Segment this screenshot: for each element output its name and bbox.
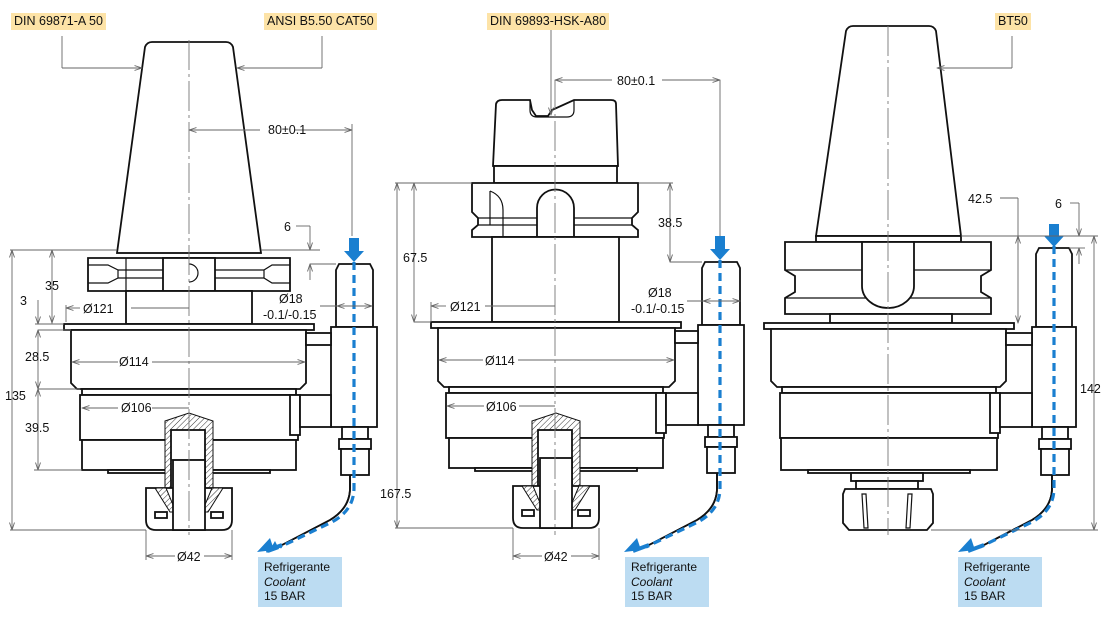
coolant-pressure: 15 BAR (631, 589, 673, 603)
dim-lower-body-height: 39.5 (25, 421, 49, 435)
standard-label-din69871: DIN 69871-A 50 (11, 13, 106, 30)
taper-cone (814, 25, 963, 237)
coolant-in-arrow-icon (1044, 224, 1064, 247)
dim-pin-tolerance: -0.1/-0.15 (263, 308, 317, 322)
dim-pin-top: 6 (284, 220, 291, 234)
coolant-out-arrow-icon (958, 538, 975, 552)
dim-d-upper-body: Ø114 (119, 355, 149, 369)
coolant-adapter (983, 247, 1077, 546)
dim-d-lower-body: Ø106 (121, 401, 152, 415)
dim-d-nut: Ø42 (544, 550, 568, 564)
dim-pin-diameter: Ø18 (279, 292, 303, 306)
upper-body (70, 329, 307, 390)
dim-offset: 80±0.1 (268, 123, 306, 137)
coolant-label-it: Refrigerante (264, 560, 331, 574)
coolant-label-en: Coolant (631, 574, 673, 589)
coolant-label-en: Coolant (964, 574, 1006, 589)
standard-label-hsk-a80: DIN 69893-HSK-A80 (487, 13, 610, 30)
coolant-pressure: 15 BAR (964, 589, 1006, 603)
dim-upper-body-height: 28.5 (25, 350, 49, 364)
coolant-in-arrow-icon (344, 238, 364, 262)
dim-flange-gap: 3 (20, 294, 27, 308)
coolant-flow-path (645, 260, 722, 549)
coolant-flow-path (279, 262, 356, 549)
coolant-out-arrow-icon (624, 538, 641, 552)
dim-d-flange: Ø121 (83, 302, 114, 316)
coolant-flow-path (979, 246, 1056, 549)
dim-overall-height: 142 (1080, 382, 1101, 396)
dim-pin-height: 67.5 (403, 251, 427, 265)
view-bt50: 42.5 6 142 (763, 25, 1101, 553)
view-hsk-a80: 80±0.1 38.5 67.5 Ø121 Ø18 -0.1/-0.15 Ø11… (380, 30, 745, 564)
coolant-label-it: Refrigerante (964, 560, 1031, 574)
dim-flange-height: 42.5 (968, 192, 992, 206)
dim-d-upper-body: Ø114 (485, 354, 515, 368)
dim-d-nut: Ø42 (177, 550, 201, 564)
coolant-pressure: 15 BAR (264, 589, 306, 603)
coolant-in-arrow-icon (710, 236, 730, 260)
dim-offset: 80±0.1 (617, 74, 655, 88)
dim-d-flange: Ø121 (450, 300, 481, 314)
view-din-sk50: 80±0.1 6 35 3 Ø121 Ø18 -0.1/-0.15 28.5 Ø… (5, 36, 378, 564)
dim-d-lower-body: Ø106 (486, 400, 517, 414)
coolant-label-en: Coolant (264, 574, 306, 589)
dim-flange-height: 38.5 (658, 216, 682, 230)
coolant-info-box: Refrigerante Coolant 15 BAR (258, 557, 342, 607)
coolant-label-it: Refrigerante (631, 560, 698, 574)
dim-pin-diameter: Ø18 (648, 286, 672, 300)
dim-overall-height: 167.5 (380, 487, 411, 501)
standard-label-cat50: ANSI B5.50 CAT50 (264, 13, 377, 30)
dim-pin-top: 6 (1055, 197, 1062, 211)
standard-label-bt50: BT50 (995, 13, 1031, 30)
dim-flange-height: 35 (45, 279, 59, 293)
coolant-info-box: Refrigerante Coolant 15 BAR (958, 557, 1042, 607)
dim-pin-tolerance: -0.1/-0.15 (631, 302, 685, 316)
dim-overall-height: 135 (5, 389, 26, 403)
coolant-info-box: Refrigerante Coolant 15 BAR (625, 557, 709, 607)
hsk-shank (492, 99, 619, 167)
